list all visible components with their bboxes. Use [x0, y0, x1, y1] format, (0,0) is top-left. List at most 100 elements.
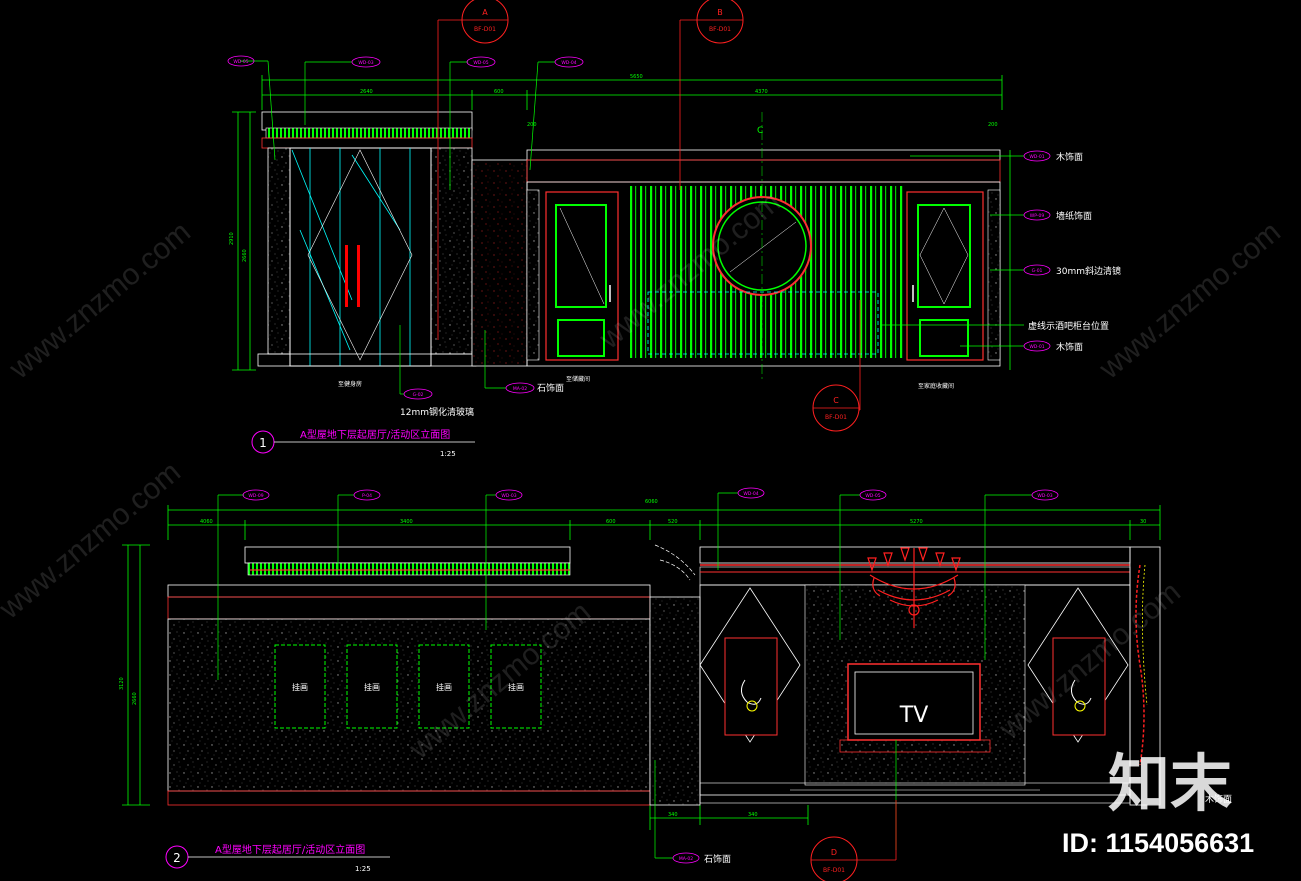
dim-label: 2640 [360, 89, 373, 95]
note-label: 至健身房 [338, 380, 362, 388]
material-label: 木饰面 [1056, 151, 1083, 163]
bar-counter-outline [647, 291, 879, 355]
material-label: 墙纸饰面 [1056, 210, 1092, 222]
elevation-2-top-tags: WD-09 P-04 WD-03 WD-04 WD-05 WD-03 [217, 487, 1059, 680]
marker-letter: C [833, 396, 839, 405]
elevation-2-title: 2 A型屋地下层起居厅/活动区立面图 1:25 [165, 843, 390, 873]
tv-wall: TV [699, 546, 1161, 850]
dim-label: 340 [748, 812, 758, 818]
material-label: 木饰面 [1056, 341, 1083, 353]
tag-code: WD-05 [473, 60, 488, 66]
wall-sconce-right [1052, 637, 1106, 736]
tag-code: G-02 [413, 392, 424, 398]
tag-code: G-01 [1032, 268, 1043, 274]
material-label: 木饰面 [1205, 793, 1232, 805]
drawing-number: 2 [173, 851, 181, 865]
dim-label: 5270 [910, 519, 923, 525]
glass-door-section [257, 111, 477, 367]
center-line-mark: C [757, 126, 763, 136]
note-label: 至家庭收藏间 [918, 382, 954, 390]
marker-code: BF-D01 [474, 26, 496, 33]
drawing-title: A型屋地下层起居厅/活动区立面图 [215, 843, 365, 856]
tag-code: MA-02 [513, 386, 527, 392]
elevation-2-dim-labels: 4060 3400 600 520 6060 5270 30 3120 2660… [119, 499, 1146, 818]
tag-code: WD-04 [743, 491, 758, 497]
section-marker-d: D BF-D01 [810, 800, 897, 881]
door-handle-left [345, 245, 348, 307]
watermark-site: www.znzmo.com [1093, 215, 1287, 386]
wall-sconce-left [724, 637, 778, 736]
material-label: 虚线示酒吧柜台位置 [1028, 320, 1109, 332]
dim-label: 600 [494, 89, 504, 95]
tag-code: WD-03 [358, 60, 373, 66]
elevation-1-dim-labels: 5650 2640 600 4370 200 200 2910 2660 [229, 74, 998, 262]
elevation-1: 5650 2640 600 4370 200 200 2910 2660 [227, 55, 1121, 458]
marker-letter: A [482, 8, 488, 17]
door-handle-right [357, 245, 360, 307]
watermark-logo-text: 知末 [1108, 750, 1232, 819]
stone-column [471, 159, 528, 367]
watermark-site: www.znzmo.com [3, 215, 197, 386]
elevation-1-right-tags: WD-01 WP-09 G-01 WD-01 木饰面 墙纸饰面 30mm斜边清镜… [880, 150, 1121, 353]
elevation-1-title: 1 A型屋地下层起居厅/活动区立面图 1:25 [251, 428, 475, 458]
drawing-scale: 1:25 [355, 865, 371, 873]
tag-code: WP-09 [1030, 213, 1045, 219]
elevation-2-bottom-tags: MA-02 石饰面 木饰面 [654, 760, 1232, 865]
watermark-logo: 知末 ID: 1154056631 [1062, 750, 1254, 858]
tag-code: WD-05 [865, 493, 880, 499]
tag-code: WD-01 [1029, 154, 1044, 160]
dim-label: 4370 [755, 89, 768, 95]
marker-letter: D [831, 848, 837, 857]
dim-label: 4060 [200, 519, 213, 525]
dim-label: 520 [668, 519, 678, 525]
marker-letter: B [717, 8, 723, 17]
dim-label: 3400 [400, 519, 413, 525]
dim-label: 340 [668, 812, 678, 818]
section-marker-c: C BF-D01 [812, 300, 861, 432]
painting-frame [274, 644, 326, 729]
drawing-title: A型屋地下层起居厅/活动区立面图 [300, 428, 450, 441]
dim-label: 30 [1140, 519, 1146, 525]
section-marker-a: A BF-D01 [437, 0, 509, 340]
painting-frame [490, 644, 542, 729]
note-label: 至储藏间 [566, 375, 590, 383]
wall-panel-section [526, 112, 1001, 380]
dim-label: 3120 [119, 677, 125, 690]
material-label: 石饰面 [704, 853, 731, 865]
frame-label: 挂画 [364, 682, 380, 692]
tag-code: WD-03 [501, 493, 516, 499]
frame-label: 挂画 [292, 682, 308, 692]
drawing-number: 1 [259, 436, 267, 450]
stone-column-2 [649, 596, 701, 806]
dim-label: 2660 [132, 692, 138, 705]
glass-panels [291, 148, 411, 366]
tv-label: TV [899, 703, 929, 728]
dim-label: 6060 [645, 499, 658, 505]
elevation-1-bottom-tags: G-02 MA-02 12mm钢化清玻璃 石饰面 至健身房 至储藏间 至家庭收藏… [338, 325, 954, 418]
dim-label: 600 [606, 519, 616, 525]
elevation-1-dimensions [232, 75, 1011, 371]
frame-label: 挂画 [508, 682, 524, 692]
drawing-scale: 1:25 [440, 450, 456, 458]
tag-code: WD-05 [233, 59, 248, 65]
marker-code: BF-D01 [823, 867, 845, 874]
painting-wall: 挂画 挂画 挂画 挂画 [167, 546, 651, 806]
elevation-2: 4060 3400 600 520 6060 5270 30 3120 2660… [119, 487, 1232, 873]
chandelier-icon [867, 547, 961, 628]
tag-code: P-04 [362, 493, 372, 499]
dim-label: 5650 [630, 74, 643, 80]
tag-code: MA-02 [679, 856, 693, 862]
tag-code: WD-01 [1029, 344, 1044, 350]
elevation-1-top-tags: WD-05 WD-03 WD-05 WD-04 [227, 55, 584, 190]
dim-label: 200 [988, 122, 998, 128]
dim-label: 2660 [242, 249, 248, 262]
frame-label: 挂画 [436, 682, 452, 692]
curtain-icon [1135, 564, 1145, 766]
tag-code: WD-09 [248, 493, 263, 499]
watermark-site: www.znzmo.com [0, 455, 187, 626]
tv-screen [847, 663, 981, 741]
material-label: 30mm斜边清镜 [1056, 265, 1121, 277]
watermark-id: ID: 1154056631 [1062, 828, 1254, 858]
marker-code: BF-D01 [825, 414, 847, 421]
